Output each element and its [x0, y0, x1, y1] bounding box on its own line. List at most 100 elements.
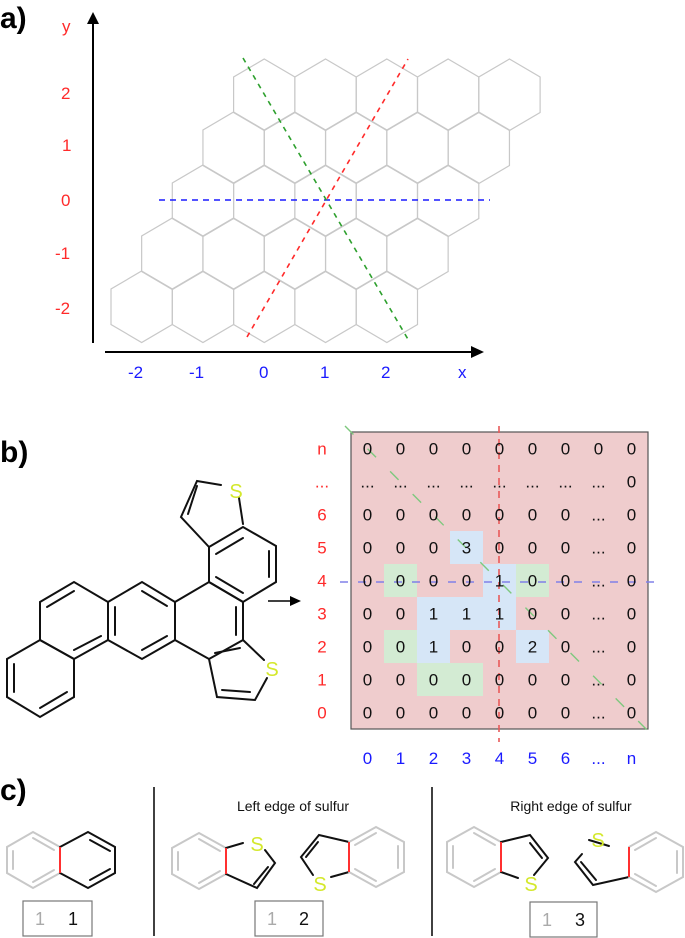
- highlighted-cell: [417, 597, 450, 630]
- row-label: ...: [315, 473, 329, 492]
- hexagon-cell: [141, 217, 204, 291]
- matrix-cell-value: 0: [363, 605, 372, 624]
- col-label: 3: [462, 749, 471, 768]
- matrix-cell-value: 0: [429, 440, 438, 459]
- hexagonal-grid: [110, 58, 541, 344]
- hexagon-cell: [355, 58, 419, 132]
- hexagon-cell: [324, 217, 388, 291]
- matrix-cell-value: 1: [495, 605, 504, 624]
- matrix-cell-value: 0: [627, 671, 636, 690]
- y-tick: -2: [55, 299, 70, 318]
- matrix-cell-value: 0: [627, 440, 636, 459]
- matrix-cell-value: ...: [591, 539, 605, 558]
- matrix-cell-value: 0: [396, 671, 405, 690]
- matrix-cell-value: 1: [429, 638, 438, 657]
- matrix-cell-value: 0: [429, 671, 438, 690]
- naphthalene-fragment: [6, 830, 116, 890]
- x-tick: -1: [189, 363, 204, 382]
- matrix-cell-value: 0: [429, 704, 438, 723]
- red-dashed-line: [246, 58, 409, 338]
- row-label: 2: [317, 638, 326, 657]
- matrix-cell-value: 0: [495, 704, 504, 723]
- sulfur-atom: S: [229, 481, 242, 503]
- highlighted-cell: [417, 630, 450, 663]
- matrix-cell-value: 0: [396, 539, 405, 558]
- matrix-cell-value: 0: [561, 572, 570, 591]
- matrix-cell-value: 0: [396, 572, 405, 591]
- panel-b-label: b): [0, 436, 28, 469]
- svg-text:S: S: [250, 834, 263, 856]
- matrix-cell-value: 0: [363, 671, 372, 690]
- benzothiophene-right-2: S: [573, 830, 684, 894]
- count-box: 1 3: [529, 901, 598, 938]
- matrix-cell-value: 0: [462, 671, 471, 690]
- y-tick: 0: [61, 191, 70, 210]
- x-tick: 2: [381, 363, 390, 382]
- matrix-cell-value: 0: [627, 506, 636, 525]
- x-axis-name: x: [458, 363, 467, 382]
- matrix-cell-value: ...: [591, 605, 605, 624]
- hexagon-cell: [324, 111, 388, 185]
- matrix-cell-value: ...: [525, 473, 539, 492]
- highlighted-cell: [384, 564, 417, 597]
- row-label: 1: [317, 671, 326, 690]
- matrix-cell-value: 0: [528, 539, 537, 558]
- matrix-cell-value: ...: [492, 473, 506, 492]
- matrix-cell-value: 0: [528, 605, 537, 624]
- x-axis-arrow-icon: [471, 346, 484, 358]
- count-box: 1 2: [254, 900, 324, 937]
- matrix-cell-value: 0: [561, 440, 570, 459]
- x-axis: [105, 346, 484, 358]
- highlighted-cell: [450, 597, 483, 630]
- highlighted-cell: [450, 663, 483, 696]
- hexagon-cell: [294, 58, 357, 132]
- row-label: 4: [317, 572, 326, 591]
- dithiophene-molecule: S S: [6, 479, 279, 719]
- matrix-cell-value: 0: [396, 605, 405, 624]
- matrix-cell-value: 0: [627, 473, 636, 492]
- matrix-cell-value: 0: [462, 704, 471, 723]
- matrix-cell-value: 0: [561, 539, 570, 558]
- matrix-cell-value: 0: [429, 572, 438, 591]
- svg-text:2: 2: [299, 909, 309, 929]
- matrix-cell-value: 3: [462, 539, 471, 558]
- matrix-cell-value: 2: [528, 638, 537, 657]
- arrow-right-icon: [268, 596, 301, 606]
- matrix-cell-value: 0: [495, 671, 504, 690]
- benzothiophene-left-2: S: [299, 825, 405, 896]
- matrix-cell-value: ...: [360, 473, 374, 492]
- green-dashed-line: [242, 57, 410, 342]
- svg-text:3: 3: [575, 910, 585, 930]
- matrix-cell-value: ...: [591, 671, 605, 690]
- hexagon-cell: [386, 111, 449, 185]
- col-label: ...: [591, 749, 605, 768]
- matrix-cell-value: 0: [561, 506, 570, 525]
- svg-text:S: S: [313, 874, 326, 896]
- hexagon-cell: [478, 58, 541, 132]
- hexagon-cell: [416, 58, 480, 132]
- matrix-cell-value: ...: [591, 704, 605, 723]
- matrix-cell-value: 0: [363, 638, 372, 657]
- matrix-cell-value: 0: [528, 572, 537, 591]
- matrix-cell-value: 1: [495, 572, 504, 591]
- panel-c-label: c): [0, 774, 27, 807]
- matrix-cell-value: 0: [396, 704, 405, 723]
- panel-a-label: a): [0, 2, 27, 35]
- hexagon-cell: [447, 111, 511, 185]
- matrix-cell-value: ...: [558, 473, 572, 492]
- count-box: 1 1: [22, 900, 93, 937]
- hexagon-cell: [386, 217, 449, 291]
- matrix-cell-value: 0: [462, 506, 471, 525]
- benzothiophene-right-1: S: [446, 825, 550, 896]
- matrix-cell-value: 0: [363, 539, 372, 558]
- matrix-cell-value: 0: [528, 506, 537, 525]
- x-tick: 0: [259, 363, 268, 382]
- hexagon-cell: [263, 217, 327, 291]
- matrix-cell-value: ...: [393, 473, 407, 492]
- matrix-cell-value: 0: [561, 671, 570, 690]
- hexagon-cell: [171, 270, 235, 344]
- matrix-cell-value: 0: [462, 638, 471, 657]
- highlighted-cell: [516, 630, 549, 663]
